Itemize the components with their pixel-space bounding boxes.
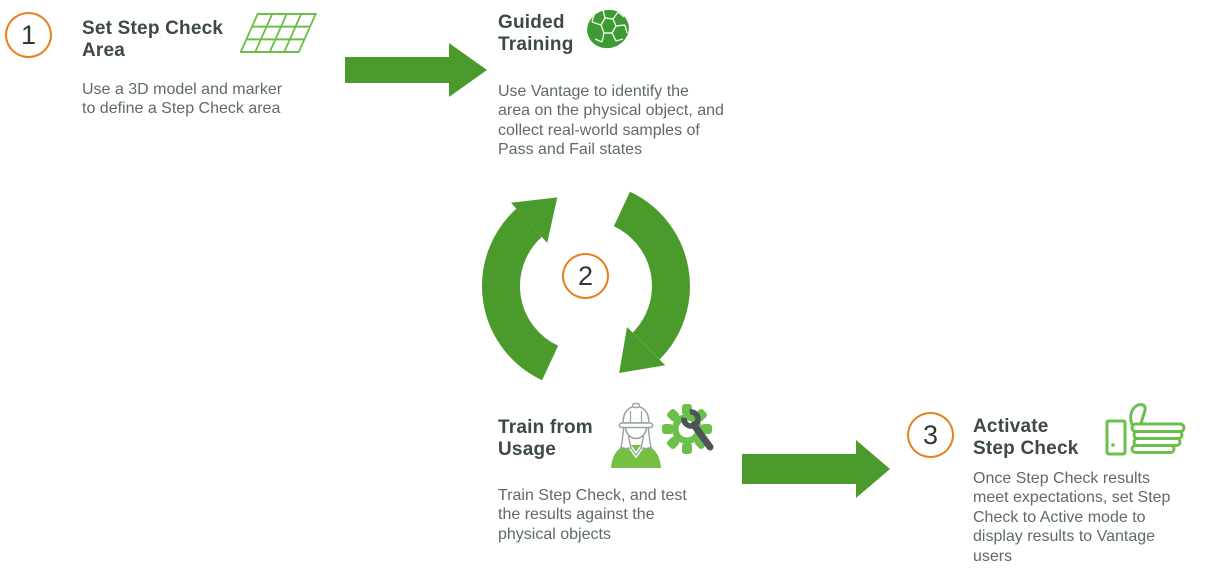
activate-step-check-title: Activate Step Check	[973, 416, 1079, 459]
step-2-number-badge: 2	[562, 253, 609, 299]
step-1-number-badge: 1	[5, 12, 52, 58]
step-1-title: Set Step Check Area	[82, 18, 224, 61]
train-from-usage-description: Train Step Check, and test the results a…	[498, 487, 687, 543]
arrow-right-icon	[742, 440, 890, 498]
gear-wrench-icon	[662, 404, 714, 454]
step-3-number-badge: 3	[907, 412, 954, 458]
cycle-arrows-icon	[482, 191, 690, 381]
arrow-right-icon	[345, 43, 487, 97]
activate-step-check-description: Once Step Check results meet expectation…	[973, 470, 1171, 565]
train-from-usage-title: Train from Usage	[498, 417, 593, 460]
thumbs-up-icon	[1105, 403, 1186, 456]
step-2-number: 2	[577, 260, 594, 291]
guided-training-title: Guided Training	[498, 12, 574, 55]
3d-grid-icon	[240, 13, 318, 53]
guided-training-description: Use Vantage to identify the area on the …	[498, 83, 724, 159]
mesh-sphere-icon	[587, 9, 629, 49]
step-3-number: 3	[922, 419, 939, 450]
worker-icon	[611, 402, 661, 468]
step-1-number: 1	[20, 19, 37, 50]
step-1-description: Use a 3D model and marker to define a St…	[82, 81, 283, 118]
